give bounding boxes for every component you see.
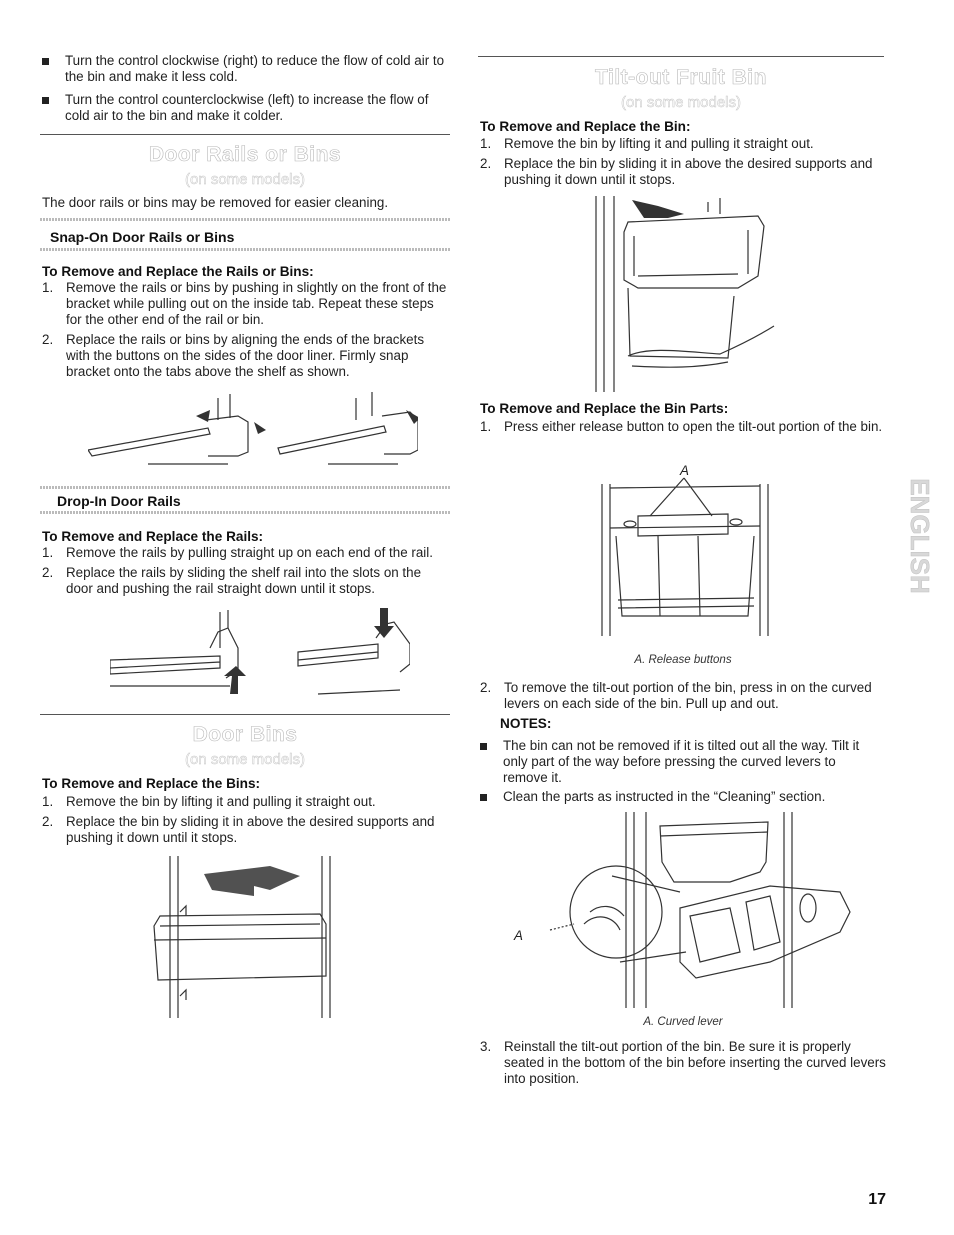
step-number: 2. xyxy=(42,814,54,829)
step-text: Remove the bin by lifting it and pulling… xyxy=(504,136,814,151)
fruit-bin-removal-illustration xyxy=(595,196,775,392)
step-text: Replace the bin by sliding it in above t… xyxy=(504,156,873,187)
snap-on-rails-illustration xyxy=(88,392,418,465)
bullet-text: Turn the control counterclockwise (left)… xyxy=(65,92,429,123)
step-number: 1. xyxy=(42,280,54,295)
step-number: 2. xyxy=(42,565,54,580)
snap-on-subheading: To Remove and Replace the Rails or Bins: xyxy=(42,264,314,279)
door-bins-subheading: To Remove and Replace the Bins: xyxy=(42,776,261,791)
section-divider xyxy=(478,56,884,57)
step-text: Replace the rails by sliding the shelf r… xyxy=(66,565,422,596)
step-text: Remove the bin by lifting it and pulling… xyxy=(66,794,376,809)
step-number: 1. xyxy=(42,794,54,809)
section-title-fruit-bin: Tilt-out Fruit Bin xyxy=(595,66,767,89)
dotted-rule xyxy=(40,511,450,514)
step-text: Remove the rails or bins by pushing in s… xyxy=(66,280,447,327)
bullet-square-icon xyxy=(42,97,49,104)
dotted-rule xyxy=(40,248,450,251)
note-item: Clean the parts as instructed in the “Cl… xyxy=(478,789,863,805)
section-subtitle: (on some models) xyxy=(184,171,306,188)
bullet-item: Turn the control clockwise (right) to re… xyxy=(40,53,450,85)
language-tab-text: ENGLISH xyxy=(905,478,932,594)
step-number: 1. xyxy=(480,136,492,151)
step-item: 2. Replace the bin by sliding it in abov… xyxy=(480,156,889,188)
door-rails-intro: The door rails or bins may be removed fo… xyxy=(42,195,389,210)
snap-on-heading: Snap-On Door Rails or Bins xyxy=(50,229,235,245)
section-divider xyxy=(40,134,450,135)
step-text: To remove the tilt-out portion of the bi… xyxy=(504,680,872,711)
caption-curved-lever: A. Curved lever xyxy=(643,1016,723,1028)
section-divider xyxy=(40,714,450,715)
step-item: 1. Remove the bin by lifting it and pull… xyxy=(480,136,889,152)
curved-lever-illustration xyxy=(549,812,851,1008)
step-text: Remove the rails by pulling straight up … xyxy=(66,545,433,560)
step-item: 1. Remove the rails or bins by pushing i… xyxy=(42,280,451,328)
section-title-door-rails: Door Rails or Bins xyxy=(148,143,342,166)
section-subtitle: (on some models) xyxy=(620,94,742,111)
step-number: 2. xyxy=(480,156,492,171)
step-item: 1. Remove the rails by pulling straight … xyxy=(42,545,451,561)
step-number: 1. xyxy=(480,419,492,434)
step-item: 2. Replace the rails or bins by aligning… xyxy=(42,332,451,380)
step-item: 1. Remove the bin by lifting it and pull… xyxy=(42,794,451,810)
step-item: 2. Replace the bin by sliding it in abov… xyxy=(42,814,451,846)
step-item: 3. Reinstall the tilt-out portion of the… xyxy=(480,1039,889,1087)
label-a-lever: A xyxy=(514,928,523,943)
step-item: 1. Press either release button to open t… xyxy=(480,419,889,435)
release-buttons-illustration xyxy=(601,477,769,636)
note-text: The bin can not be removed if it is tilt… xyxy=(503,738,860,785)
note-item: The bin can not be removed if it is tilt… xyxy=(478,738,863,786)
drop-in-rails-illustration xyxy=(110,608,410,695)
drop-in-heading: Drop-In Door Rails xyxy=(57,493,181,509)
dotted-rule xyxy=(40,218,450,221)
step-item: 2. Replace the rails by sliding the shel… xyxy=(42,565,451,597)
step-text: Press either release button to open the … xyxy=(504,419,883,434)
section-title-door-bins: Door Bins xyxy=(192,723,298,746)
step-number: 2. xyxy=(42,332,54,347)
bullet-square-icon xyxy=(480,794,487,801)
step-number: 1. xyxy=(42,545,54,560)
label-a: A xyxy=(680,463,689,478)
bin-parts-subheading: To Remove and Replace the Bin Parts: xyxy=(480,401,729,416)
dotted-rule xyxy=(40,486,450,489)
section-subtitle: (on some models) xyxy=(184,751,306,768)
step-text: Replace the bin by sliding it in above t… xyxy=(66,814,435,845)
bullet-item: Turn the control counterclockwise (left)… xyxy=(40,92,450,124)
language-tab-english: ENGLISH xyxy=(905,478,932,594)
fruit-bin-subheading: To Remove and Replace the Bin: xyxy=(480,119,691,134)
drop-in-subheading: To Remove and Replace the Rails: xyxy=(42,529,264,544)
step-number: 3. xyxy=(480,1039,492,1054)
note-text: Clean the parts as instructed in the “Cl… xyxy=(503,789,826,804)
notes-heading: NOTES: xyxy=(500,716,552,731)
step-number: 2. xyxy=(480,680,492,695)
step-text: Reinstall the tilt-out portion of the bi… xyxy=(504,1039,886,1086)
door-bin-illustration xyxy=(153,856,331,1018)
bullet-square-icon xyxy=(480,743,487,750)
step-text: Replace the rails or bins by aligning th… xyxy=(66,332,425,379)
step-item: 2. To remove the tilt-out portion of the… xyxy=(480,680,889,712)
bullet-text: Turn the control clockwise (right) to re… xyxy=(65,53,445,84)
bullet-square-icon xyxy=(42,58,49,65)
page-number: 17 xyxy=(868,1191,886,1208)
caption-release-buttons: A. Release buttons xyxy=(634,654,732,666)
